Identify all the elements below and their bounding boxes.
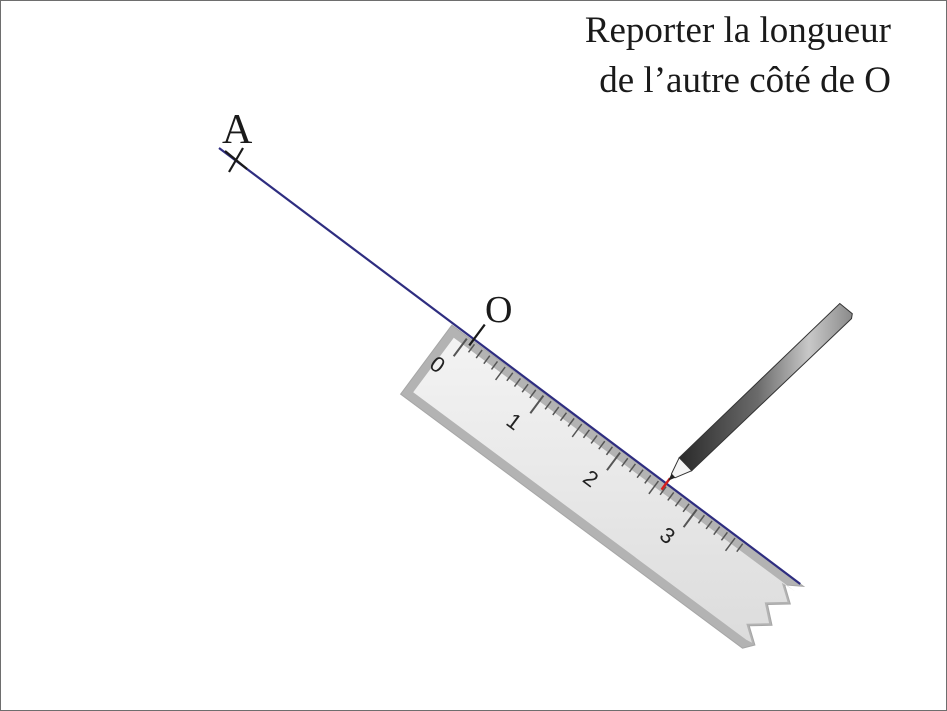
ruler-tick <box>598 440 606 450</box>
pencil-icon <box>668 302 853 481</box>
pencil-lead <box>668 474 675 481</box>
ruler-tick <box>582 429 591 439</box>
ruler-tick <box>529 389 537 399</box>
instruction-line-2: de l’autre côté de O <box>599 60 891 101</box>
ruler-face <box>413 337 796 643</box>
cross-stroke <box>228 147 244 173</box>
ruler-tick <box>682 503 690 513</box>
ruler-tick <box>724 537 736 552</box>
ruler-tick <box>513 378 522 387</box>
ruler-tick <box>621 457 629 467</box>
ruler-tick <box>736 543 744 553</box>
ruler-tick <box>571 423 583 438</box>
ruler-tick <box>567 417 575 427</box>
ruler-tick <box>452 338 468 357</box>
ruler-tick <box>644 474 652 484</box>
ruler-tick <box>697 514 706 524</box>
ruler-tick <box>648 480 660 495</box>
ruler-tick <box>490 360 499 370</box>
ruler-tick <box>636 469 644 479</box>
ruler-tick <box>475 349 483 359</box>
point-o-label: O <box>485 289 512 331</box>
ruler-ticks <box>452 338 744 553</box>
point-a-label: A <box>222 107 253 153</box>
ruler-tick <box>605 446 614 456</box>
point-a-cross-mark <box>224 147 248 173</box>
ruler-tick <box>521 383 529 393</box>
ruler-tick <box>705 520 713 530</box>
ruler-tick <box>682 508 698 528</box>
instruction-text: Reporter la longueur de l’autre côté de … <box>585 6 891 106</box>
ruler-tick <box>674 497 683 507</box>
point-o-tick-mark <box>468 323 486 347</box>
ruler-tick <box>483 355 491 365</box>
ruler-tick <box>713 526 721 536</box>
ruler-tick <box>590 435 598 444</box>
ruler-tick <box>559 412 568 422</box>
ruler-tick <box>506 372 514 382</box>
instruction-line-1: Reporter la longueur <box>584 10 891 51</box>
ruler-tick <box>552 406 560 416</box>
ruler-tick <box>544 400 552 410</box>
pencil-body <box>678 302 853 472</box>
ruler-tick <box>667 491 675 501</box>
segment-ao <box>218 147 801 585</box>
ruler-tick <box>529 394 545 414</box>
ruler-tick <box>720 531 728 541</box>
ruler-tick <box>606 451 621 471</box>
ruler-tick <box>467 343 476 353</box>
ruler-tick <box>628 463 637 473</box>
ruler-tick <box>659 486 667 496</box>
ruler-tick <box>494 366 506 381</box>
